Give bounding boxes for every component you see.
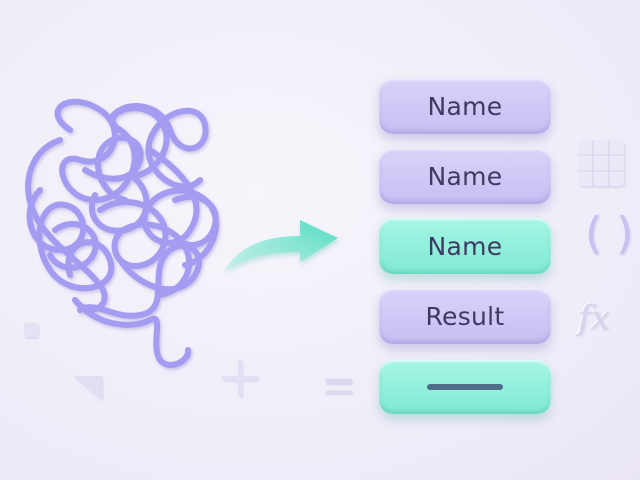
- field-pill-label: Name: [427, 231, 503, 261]
- grid-icon: [578, 140, 624, 186]
- field-pill-result[interactable]: Result: [379, 288, 551, 344]
- field-pill-empty[interactable]: [379, 360, 551, 414]
- parentheses-icon: ( ): [585, 208, 634, 259]
- field-pill-name-3[interactable]: Name: [379, 218, 551, 274]
- field-pill-label: Name: [427, 161, 503, 191]
- plus-icon: [222, 360, 258, 396]
- field-pill-label: Name: [427, 91, 503, 121]
- function-fx-icon: fx: [578, 298, 610, 338]
- square-shape-icon: [24, 323, 38, 337]
- empty-placeholder-dash: [427, 384, 503, 390]
- field-pill-name-2[interactable]: Name: [379, 148, 551, 204]
- equals-icon: [325, 378, 353, 396]
- triangle-shape-icon: [74, 376, 102, 400]
- field-pill-label: Result: [425, 301, 505, 331]
- field-pill-name-1[interactable]: Name: [379, 78, 551, 134]
